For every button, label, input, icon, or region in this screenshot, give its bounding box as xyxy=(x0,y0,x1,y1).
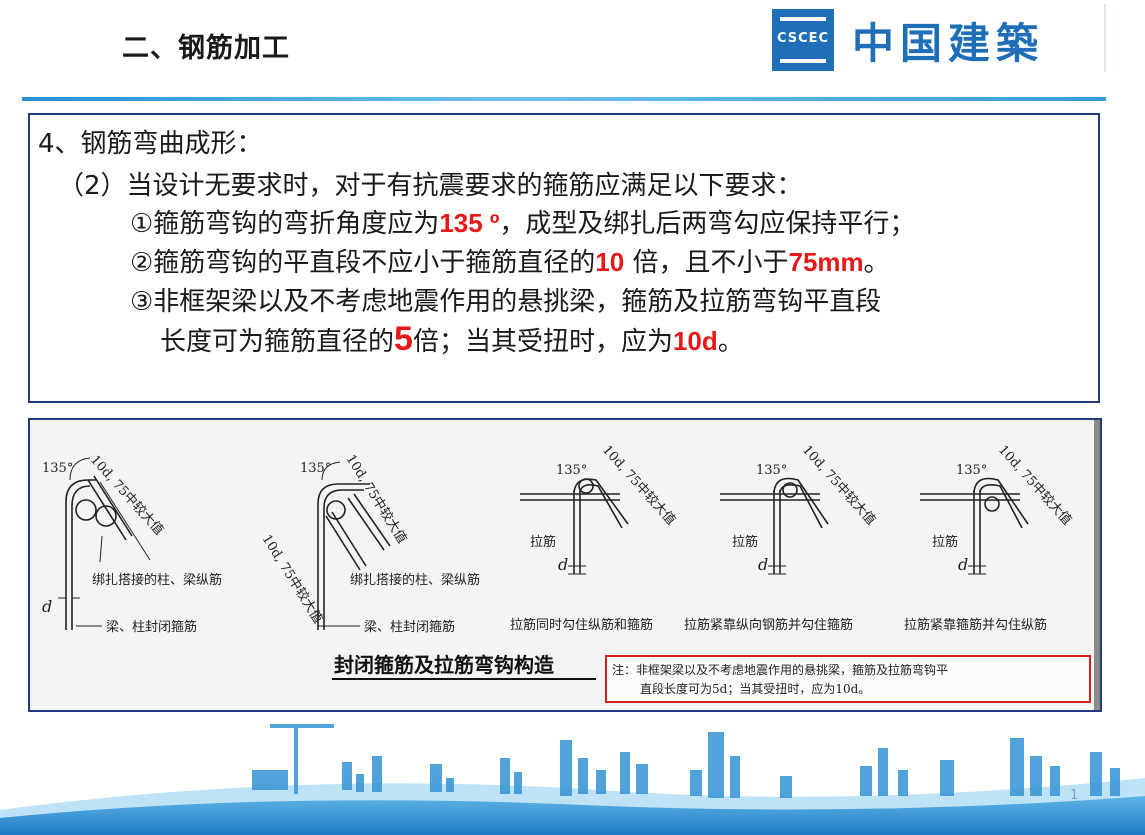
item3-text-a: 长度可为箍筋直径的 xyxy=(160,327,395,357)
requirement-item-3: ③非框架梁以及不考虑地震作用的悬挑梁，箍筋及拉筋弯钩平直段 xyxy=(130,287,882,317)
section-subheading: （2）当设计无要求时，对于有抗震要求的箍筋应满足以下要求： xyxy=(58,171,803,201)
d2-note-stirrup: 梁、柱封闭箍筋 xyxy=(364,619,455,635)
item3-text-c: 。 xyxy=(717,327,744,357)
item1-text-b: ，成型及绑扎后两弯勾应保持平行； xyxy=(499,209,916,239)
d4-caption: 拉筋紧靠纵向钢筋并勾住箍筋 xyxy=(684,617,853,633)
item3-torsion-value: 10d xyxy=(672,326,718,356)
item2-text-c: 。 xyxy=(863,248,890,278)
logo-divider xyxy=(1104,4,1106,72)
company-logo: CSCEC 中国建築 xyxy=(772,8,1044,72)
stirrup-diagram-1 xyxy=(58,457,151,630)
requirements-box: 4、钢筋弯曲成形： （2）当设计无要求时，对于有抗震要求的箍筋应满足以下要求： … xyxy=(28,113,1100,403)
requirement-item-3-cont: 长度可为箍筋直径的5倍；当其受扭时，应为10d。 xyxy=(160,320,744,359)
item1-angle-value: 135 º xyxy=(439,208,500,238)
d3-d-label: d xyxy=(558,555,568,574)
d1-angle-label: 135° xyxy=(42,461,73,476)
d5-tie-label: 拉筋 xyxy=(932,534,958,550)
section-heading: 4、钢筋弯曲成形： xyxy=(38,129,263,159)
note-box xyxy=(605,655,1091,703)
item2-text-b: 倍，且不小于 xyxy=(624,248,789,278)
logo-mark-icon: CSCEC xyxy=(772,9,834,71)
d4-angle-label: 135° xyxy=(756,463,787,478)
logo-text: 中国建築 xyxy=(852,18,1045,68)
logo-mark-letters: CSCEC xyxy=(776,31,830,46)
d5-angle-label: 135° xyxy=(956,463,987,478)
item2-min-length-value: 75mm xyxy=(788,247,864,277)
d2-note-longitudinal: 绑扎搭接的柱、梁纵筋 xyxy=(350,572,480,588)
d1-d-label: d xyxy=(42,597,52,616)
requirement-item-2: ②箍筋弯钩的平直段不应小于箍筋直径的10 倍，且不小于75mm。 xyxy=(130,242,890,279)
d3-caption: 拉筋同时勾住纵筋和箍筋 xyxy=(510,617,653,633)
requirement-item-1: ①箍筋弯钩的弯折角度应为135 º，成型及绑扎后两弯勾应保持平行； xyxy=(130,203,915,240)
item1-text-a: ①箍筋弯钩的弯折角度应为 xyxy=(130,209,440,239)
note-line-2: 直段长度可为5d；当其受扭时，应为10d。 xyxy=(640,681,870,696)
d3-tie-label: 拉筋 xyxy=(530,534,556,550)
city-skyline-footer xyxy=(0,724,1145,835)
d1-note-longitudinal: 绑扎搭接的柱、梁纵筋 xyxy=(92,572,222,588)
d4-d-label: d xyxy=(758,555,768,574)
d3-angle-label: 135° xyxy=(556,463,587,478)
item3-multiplier-value: 5 xyxy=(394,320,413,358)
tie-diagram-3 xyxy=(520,478,629,575)
d1-note-stirrup: 梁、柱封闭箍筋 xyxy=(106,619,197,635)
tie-diagram-5 xyxy=(920,477,1029,575)
item2-multiplier-value: 10 xyxy=(595,247,625,277)
d5-d-label: d xyxy=(958,555,968,574)
header-divider xyxy=(22,97,1106,101)
item3-text-b: 倍；当其受扭时，应为 xyxy=(412,327,673,357)
d2-angle-label: 135° xyxy=(300,461,331,476)
hook-detail-figure: 135° 10d, 75中较大值 d 绑扎搭接的柱、梁纵筋 梁、柱封闭箍筋 13… xyxy=(28,418,1102,712)
page-number: 1 xyxy=(1070,788,1079,803)
tie-diagram-4 xyxy=(720,477,829,575)
d4-tie-label: 拉筋 xyxy=(732,534,758,550)
note-line-1: 注：非框架梁以及不考虑地震作用的悬挑梁，箍筋及拉筋弯钩平 xyxy=(612,662,948,677)
page-title: 二、钢筋加工 xyxy=(122,33,290,64)
hook-detail-drawing: 135° 10d, 75中较大值 d 绑扎搭接的柱、梁纵筋 梁、柱封闭箍筋 13… xyxy=(30,420,1100,710)
d5-caption: 拉筋紧靠箍筋并勾住纵筋 xyxy=(904,617,1047,633)
item2-text-a: ②箍筋弯钩的平直段不应小于箍筋直径的 xyxy=(130,248,596,278)
figure-main-caption: 封闭箍筋及拉筋弯钩构造 xyxy=(334,653,555,677)
stirrup-diagram-2 xyxy=(317,461,391,630)
